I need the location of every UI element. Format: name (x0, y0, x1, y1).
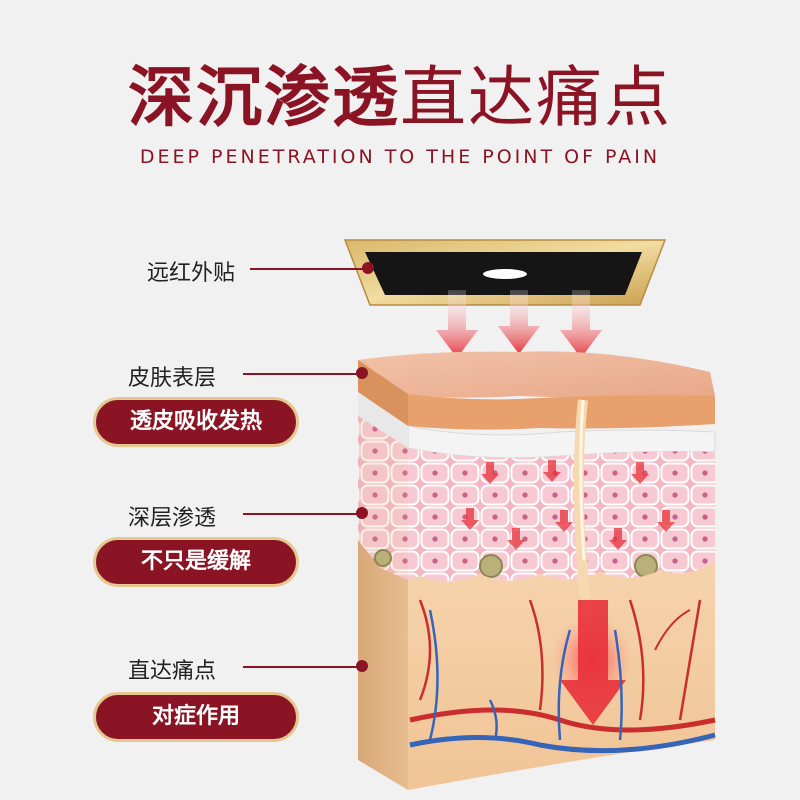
label-patch: 远红外贴 (147, 261, 236, 286)
badge-absorb-heat: 透皮吸收发热 (93, 397, 299, 447)
leader-line-patch (250, 268, 368, 270)
label-reach-pain: 直达痛点 (128, 659, 217, 684)
label-deep-penetration: 深层渗透 (128, 506, 217, 531)
badge-not-only-relief: 不只是缓解 (93, 537, 299, 587)
page-title: 深沉渗透直达痛点 (0, 58, 800, 138)
title-light: 直达痛点 (400, 59, 672, 136)
far-infrared-patch (343, 239, 667, 306)
title-bold: 深沉渗透 (128, 59, 400, 136)
leader-line-reach-pain (243, 666, 360, 668)
page-subtitle: DEEP PENETRATION TO THE POINT OF PAIN (139, 146, 661, 168)
skin-block (358, 351, 716, 790)
label-skin-surface: 皮肤表层 (128, 366, 217, 391)
leader-line-skin-surface (243, 373, 360, 375)
marker-dot-deep-penetration (356, 507, 368, 519)
heat-arrows (436, 290, 602, 358)
marker-dot-reach-pain (356, 660, 368, 672)
leader-line-deep-penetration (243, 513, 360, 515)
badge-targeted: 对症作用 (93, 692, 299, 742)
marker-dot-patch (362, 262, 374, 274)
marker-dot-skin-surface (356, 367, 368, 379)
